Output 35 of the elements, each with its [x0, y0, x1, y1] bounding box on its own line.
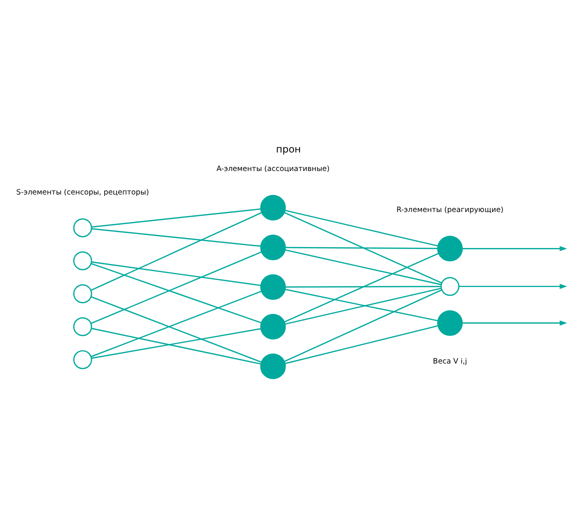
node-circle — [260, 234, 286, 260]
connector — [285, 324, 438, 364]
node-circle — [437, 310, 463, 336]
connector — [90, 250, 262, 324]
diagram-title: прон — [276, 144, 301, 156]
connector — [285, 285, 442, 288]
connector — [285, 209, 438, 246]
connector — [284, 211, 442, 284]
connector — [92, 228, 261, 246]
connector — [285, 246, 438, 249]
node-circle — [73, 284, 92, 303]
connector — [90, 262, 262, 323]
connector — [285, 248, 442, 285]
arrow — [458, 283, 568, 288]
connector — [284, 288, 442, 362]
connector — [91, 327, 261, 364]
connector — [91, 328, 261, 358]
node-circle — [73, 316, 92, 336]
node-circle — [73, 250, 92, 270]
node-circle — [73, 350, 92, 369]
node-circle — [260, 353, 286, 379]
node-circle — [260, 274, 286, 300]
node-circle — [73, 218, 92, 237]
node-circle — [260, 313, 286, 339]
connector — [92, 208, 261, 228]
connector — [90, 296, 262, 362]
node-circle — [260, 194, 286, 220]
connector — [90, 290, 262, 357]
arrow — [462, 320, 568, 326]
node-circle — [437, 235, 463, 261]
connector — [90, 212, 262, 290]
arrow — [462, 246, 568, 251]
connector — [284, 252, 439, 322]
connector — [92, 260, 261, 286]
node-circle — [440, 276, 460, 296]
